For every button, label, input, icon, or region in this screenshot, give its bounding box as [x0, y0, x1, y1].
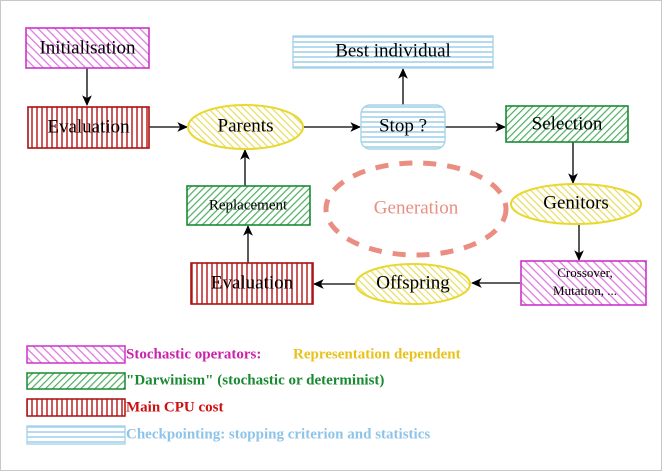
legend-item-stochastic-operators: Stochastic operators: Representation dep…: [26, 345, 461, 364]
node-best-individual-label: Best individual: [335, 40, 451, 61]
node-evaluation-top[interactable]: Evaluation: [27, 106, 150, 149]
node-crossover-mutation[interactable]: Crossover, Mutation, ...: [520, 260, 647, 306]
legend-item-darwinism: "Darwinism" (stochastic or determinist): [26, 372, 384, 390]
node-initialisation[interactable]: Initialisation: [25, 27, 150, 69]
node-crossover-label-line1: Crossover,: [557, 265, 612, 280]
legend-item-checkpointing: Checkpointing: stopping criterion and st…: [26, 425, 430, 445]
generation-dashed-ellipse: [323, 160, 509, 258]
node-genitors-label: Genitors: [543, 192, 608, 213]
legend-swatch-green-diagonal: [26, 372, 126, 390]
edges-layer: [82, 68, 584, 289]
node-crossover-label-line2: Mutation, ...: [553, 283, 617, 298]
legend-item-main-cpu-cost: Main CPU cost: [26, 398, 224, 417]
node-replacement-label: Replacement: [209, 197, 288, 213]
legend-label-representation-dependent: Representation dependent: [293, 346, 461, 362]
legend-label-main-cpu-cost: Main CPU cost: [126, 399, 224, 415]
node-selection-label: Selection: [532, 113, 603, 134]
node-best-individual[interactable]: Best individual: [292, 35, 494, 69]
node-stop-label: Stop ?: [379, 115, 427, 136]
node-offspring-label: Offspring: [376, 272, 450, 293]
node-parents-label: Parents: [218, 115, 274, 136]
legend-label-darwinism: "Darwinism" (stochastic or determinist): [126, 372, 384, 388]
legend-label-stochastic-operators: Stochastic operators:: [126, 346, 261, 362]
legend: Stochastic operators: Representation dep…: [26, 345, 461, 445]
node-generation-group: Generation: [323, 160, 509, 258]
node-parents[interactable]: Parents: [187, 104, 304, 150]
legend-label-checkpointing: Checkpointing: stopping criterion and st…: [126, 426, 430, 442]
node-replacement[interactable]: Replacement: [186, 185, 311, 226]
node-generation-label: Generation: [374, 197, 459, 218]
node-evaluation-bottom[interactable]: Evaluation: [190, 262, 314, 305]
legend-swatch-blue-horizontal: [26, 425, 126, 445]
node-evaluation-top-label: Evaluation: [47, 116, 130, 137]
node-offspring[interactable]: Offspring: [355, 263, 471, 305]
legend-swatch-red-vertical: [26, 398, 126, 417]
node-stop[interactable]: Stop ?: [360, 104, 446, 150]
node-initialisation-label: Initialisation: [39, 37, 136, 58]
node-genitors[interactable]: Genitors: [510, 183, 642, 225]
node-evaluation-bottom-label: Evaluation: [211, 272, 294, 293]
legend-swatch-magenta-diagonal: [26, 345, 126, 364]
node-selection[interactable]: Selection: [505, 105, 629, 143]
